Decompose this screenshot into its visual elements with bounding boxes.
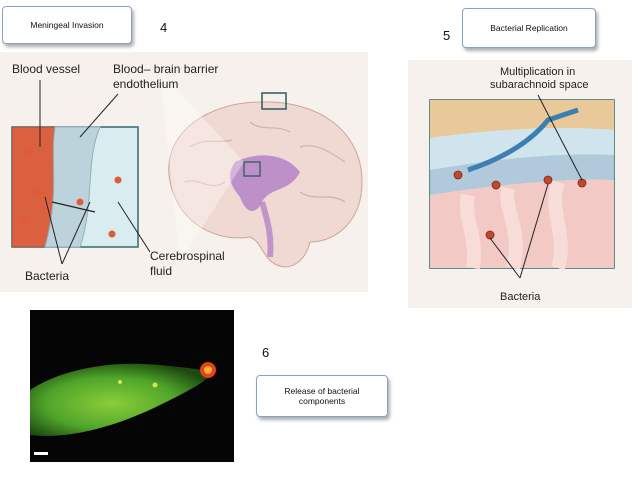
label-bacteria: Bacteria [25, 269, 69, 283]
endothelium-layer [44, 126, 101, 248]
label-csf-line2: fluid [150, 264, 172, 278]
micrograph-image [30, 310, 234, 462]
label-bacteria: Bacteria [500, 291, 541, 303]
zoom-box-top [261, 92, 287, 110]
caption-bacterial-replication: Bacterial Replication [462, 8, 596, 48]
leader-lines [39, 80, 151, 265]
blood-vessel-region [12, 127, 55, 247]
step-number-6: 6 [262, 345, 270, 360]
caption-release-components: Release of bacterial components [256, 375, 388, 417]
micrograph-drawing [30, 362, 216, 455]
step-number-4: 4 [160, 20, 168, 35]
label-multiplication-line1: Multiplication in [500, 66, 575, 78]
replication-illustration: Multiplication in subarachnoid space Bac… [429, 66, 615, 303]
label-multiplication-line2: subarachnoid space [490, 79, 588, 91]
leader-lines [489, 94, 583, 279]
bone-layer [430, 100, 614, 138]
label-csf-line1: Cerebrospinal [150, 249, 225, 263]
label-bbb-line1: Blood– brain barrier [113, 62, 218, 76]
cell-body [30, 363, 212, 436]
meninges-layer [430, 127, 614, 170]
invasion-illustration: Blood vessel Blood– brain barrier endoth… [11, 62, 363, 283]
caption-text: Bacterial Replication [490, 23, 568, 33]
vessel-inset [11, 126, 139, 248]
label-bbb-line2: endothelium [113, 77, 178, 91]
blood-vessel [467, 107, 579, 173]
brain-drawing [160, 72, 363, 268]
panel-bacterial-replication: Multiplication in subarachnoid space Bac… [408, 60, 632, 308]
caption-meningeal-invasion: Meningeal Invasion [2, 6, 132, 44]
label-blood-vessel: Blood vessel [12, 62, 80, 76]
caption-text: Meningeal Invasion [30, 20, 104, 30]
scale-bar [34, 452, 48, 455]
caption-text: Release of bacterial components [284, 386, 360, 406]
panel-meningeal-invasion: Blood vessel Blood– brain barrier endoth… [0, 52, 368, 292]
zoom-box-center [243, 161, 261, 177]
step-number-5: 5 [443, 28, 451, 43]
